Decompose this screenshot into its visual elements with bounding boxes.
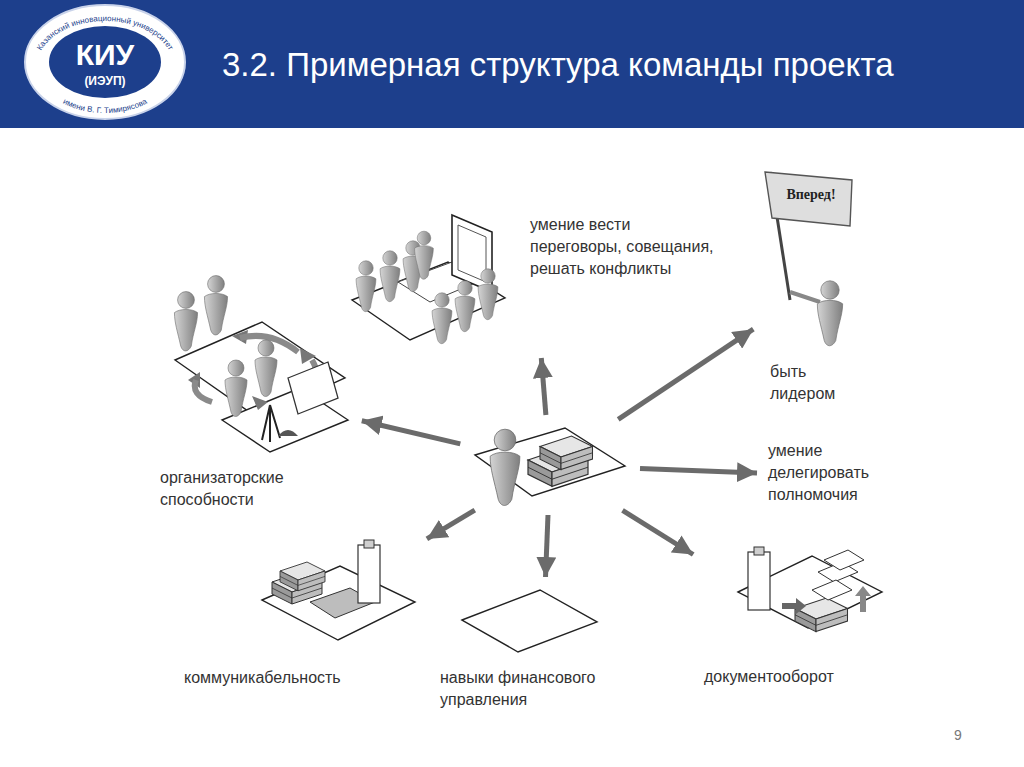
skill-node: документооборот: [700, 540, 888, 695]
page-number: 9: [948, 726, 968, 744]
flag-figure-part: [817, 281, 842, 346]
communication-figure-part: [358, 540, 380, 603]
finance-figure: [462, 590, 597, 652]
node-label: умение вести переговоры, совещания, реша…: [530, 214, 716, 280]
logo-text: КИУ: [55, 38, 155, 72]
organizer-figure-part: [225, 360, 247, 417]
organizer-figure: [174, 276, 348, 452]
skill-node: коммуникабельность: [180, 535, 420, 695]
node-label: коммуникабельность: [184, 667, 414, 689]
skill-node: умение вести переговоры, совещания, реша…: [350, 210, 720, 350]
documents-figure-part: [812, 580, 852, 600]
center-figure: [475, 428, 625, 505]
slide-title: 3.2. Примерная структура команды проекта: [222, 45, 1012, 85]
meeting-figure-part: [356, 261, 376, 312]
organizer-figure-part: [174, 292, 197, 351]
center-figure-part: [540, 436, 593, 470]
finance-figure-part: [462, 590, 597, 652]
skill-node: умение делегировать полномочия: [765, 438, 906, 514]
connector-arrow: [623, 510, 694, 554]
connector-arrow: [427, 510, 475, 539]
documents-figure-part: [855, 586, 871, 612]
organizer-figure-part: [288, 362, 338, 414]
meeting-figure-part: [478, 269, 498, 320]
documents-figure-part: [824, 550, 864, 570]
documents-figure-part: [782, 598, 806, 614]
communication-figure-part: [280, 562, 325, 591]
connector-arrow: [541, 358, 546, 415]
connector-arrow: [362, 421, 461, 444]
skill-node: быть лидером: [760, 165, 864, 415]
node-label: умение делегировать полномочия: [768, 440, 902, 506]
connector-arrow: [640, 469, 757, 474]
organizer-figure-part: [255, 340, 277, 397]
organizer-figure-part: [204, 276, 227, 335]
header-bar: [0, 0, 1024, 128]
skill-node: [470, 425, 630, 505]
flag-figure-part: [790, 292, 820, 302]
flag-figure-part: [765, 172, 852, 226]
communication-figure: [262, 540, 415, 640]
meeting-figure-part: [380, 251, 400, 302]
node-label: быть лидером: [770, 361, 860, 405]
organizer-figure-part: [262, 405, 280, 442]
center-figure-part: [490, 429, 520, 505]
documents-figure-part: [748, 547, 770, 610]
meeting-figure-part: [415, 231, 434, 279]
organizer-figure-part: [278, 430, 298, 436]
logo-arc-text: имени В. Г. Тимирясова: [62, 97, 149, 115]
node-label: организаторские способности: [160, 467, 350, 511]
meeting-figure-part: [455, 281, 475, 332]
skill-node: организаторские способности: [160, 265, 354, 527]
documents-figure: [738, 547, 882, 632]
flag-text: Вперед!: [774, 186, 848, 204]
connector-arrow: [618, 329, 753, 419]
logo-arc-text: имени В. Г. Тимирясова: [62, 97, 149, 115]
logo-text: (ИЭУП): [55, 74, 155, 88]
connector-arrow: [546, 515, 549, 577]
node-label: навыки финансового управления: [440, 667, 640, 711]
documents-figure-part: [795, 598, 848, 632]
meeting-figure: [352, 215, 505, 344]
meeting-figure-part: [432, 293, 452, 344]
node-label: документооборот: [704, 666, 884, 688]
skill-node: навыки финансового управления: [440, 585, 645, 718]
organizer-figure-part: [175, 322, 345, 418]
flag-figure: [765, 172, 852, 346]
logo-core: [49, 26, 161, 98]
logo-ring: [25, 5, 185, 119]
